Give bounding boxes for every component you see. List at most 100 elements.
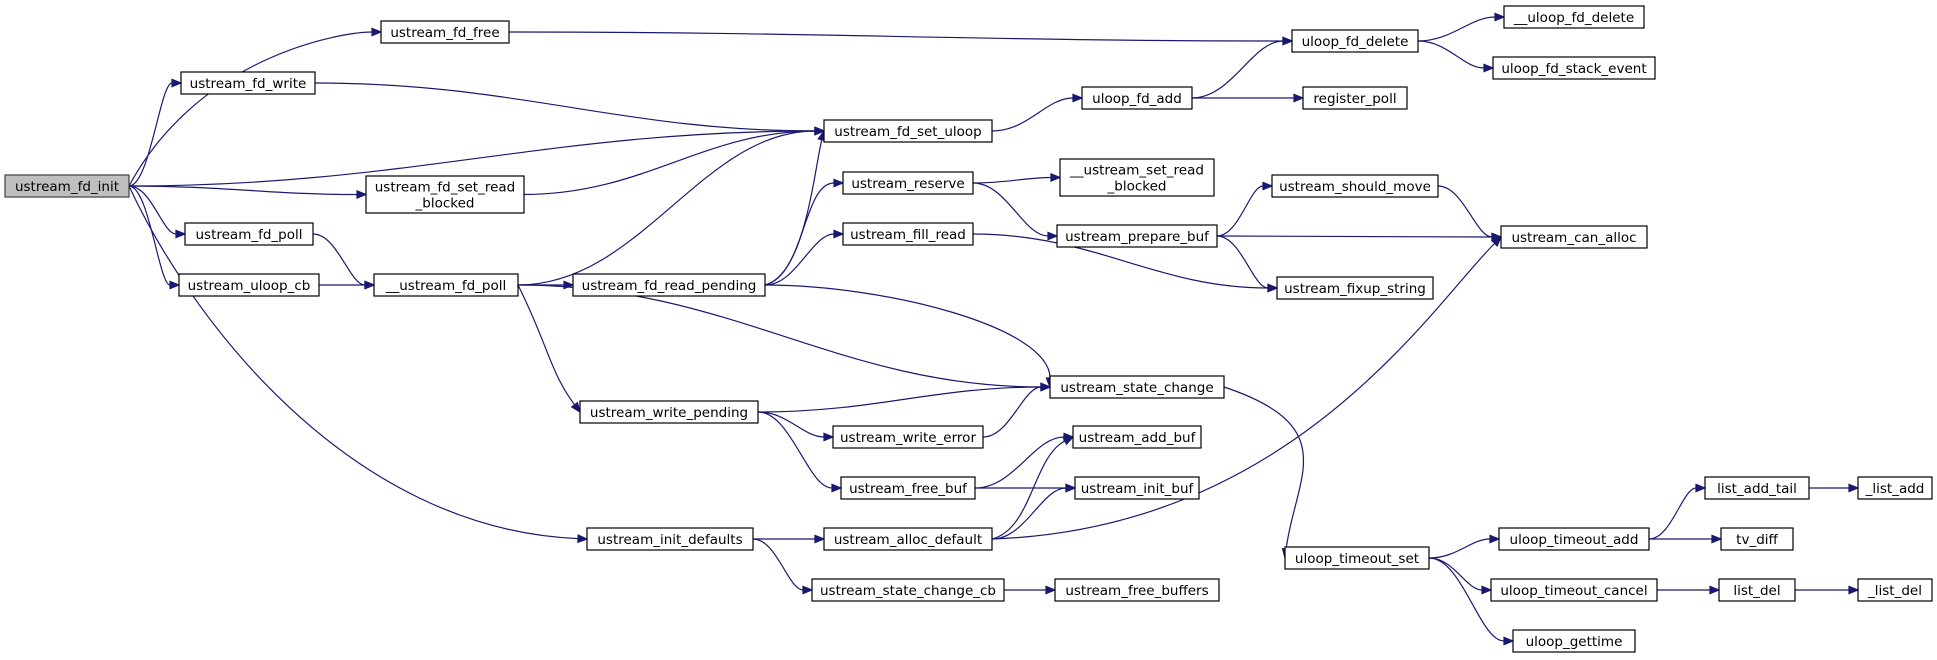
- arrowhead: [1293, 93, 1305, 103]
- edge-list_add_tail-to-_list_add: [1809, 483, 1860, 493]
- node-box: [579, 400, 759, 424]
- node-label: ustream_should_move: [1279, 179, 1431, 195]
- node-uloop-fd-delete[interactable]: __uloop_fd_delete: [1503, 5, 1645, 29]
- node-label: ustream_fd_free: [390, 25, 499, 41]
- node-ustream-fd-init[interactable]: ustream_fd_init: [4, 174, 130, 198]
- node-ustream-can-alloc[interactable]: ustream_can_alloc: [1500, 225, 1648, 249]
- node-ustream-fd-read-pending[interactable]: ustream_fd_read_pending: [572, 273, 766, 297]
- arrowhead: [1848, 483, 1860, 493]
- node-uloop-timeout-add[interactable]: uloop_timeout_add: [1498, 527, 1650, 551]
- node-ustream-free-buf[interactable]: ustream_free_buf: [840, 476, 976, 500]
- node-register-poll[interactable]: register_poll: [1302, 86, 1408, 110]
- edge-ustream_fd_set_read_blocked-to-ustream_fd_set_uloop: [523, 126, 826, 196]
- node-label: ustream_fd_poll: [195, 227, 302, 243]
- node-box: [1857, 578, 1933, 602]
- edge-line: [1428, 557, 1505, 642]
- node-label: ustream_init_defaults: [597, 532, 742, 548]
- node-uloop-gettime[interactable]: uloop_gettime: [1512, 629, 1636, 653]
- node-ustream-uloop-cb[interactable]: ustream_uloop_cb: [178, 273, 320, 297]
- edge-ustream_fd_free-to-uloop_fd_delete: [508, 31, 1294, 46]
- edge-line: [1428, 557, 1483, 591]
- node-box: [842, 171, 974, 195]
- node-ustream-fd-poll[interactable]: ustream_fd_poll: [184, 222, 314, 246]
- node-tv-diff[interactable]: tv_diff: [1720, 527, 1794, 551]
- node-uloop-fd-delete[interactable]: uloop_fd_delete: [1291, 29, 1419, 53]
- node-box: [373, 273, 519, 297]
- node-ustream-fixup-string[interactable]: ustream_fixup_string: [1276, 276, 1434, 300]
- node-box: [823, 527, 993, 551]
- node-list-del[interactable]: list_del: [1718, 578, 1796, 602]
- node-uloop-fd-stack-event[interactable]: uloop_fd_stack_event: [1492, 56, 1656, 80]
- edge-uloop_timeout_add-to-list_add_tail: [1648, 483, 1707, 540]
- edge-line: [523, 130, 816, 196]
- arrowhead: [570, 401, 581, 414]
- arrowhead: [1267, 283, 1279, 293]
- arrowhead: [356, 190, 368, 199]
- edge-ustream_fd_init-to-ustream_uloop_cb: [128, 185, 181, 290]
- node-box: [832, 425, 984, 449]
- node-ustream-fd-poll[interactable]: __ustream_fd_poll: [373, 273, 519, 297]
- node-box: [180, 71, 316, 95]
- node-ustream-should-move[interactable]: ustream_should_move: [1271, 174, 1439, 198]
- node-ustream-state-change-cb[interactable]: ustream_state_change_cb: [811, 578, 1005, 602]
- node-ustream-write-error[interactable]: ustream_write_error: [832, 425, 984, 449]
- node-label: tv_diff: [1736, 532, 1778, 548]
- node-ustream-fd-set-read-blocked[interactable]: ustream_fd_set_read_blocked: [365, 175, 525, 214]
- edge-line: [757, 386, 1042, 413]
- node-ustream-free-buffers[interactable]: ustream_free_buffers: [1054, 578, 1220, 602]
- edge-line: [757, 411, 833, 489]
- edge-ustream_write_pending-to-ustream_write_error: [757, 411, 835, 442]
- edge-ustream_prepare_buf-to-ustream_fixup_string: [1216, 235, 1279, 293]
- node-ustream-state-change[interactable]: ustream_state_change: [1049, 375, 1225, 399]
- edge-line: [1437, 185, 1493, 238]
- node-uloop-timeout-cancel[interactable]: uloop_timeout_cancel: [1490, 578, 1658, 602]
- edge-line: [508, 31, 1284, 42]
- node-uloop-fd-add[interactable]: uloop_fd_add: [1081, 86, 1193, 110]
- node-box: [1284, 546, 1430, 570]
- edge-line: [128, 185, 579, 540]
- edge-line: [972, 233, 1269, 289]
- node-ustream-prepare-buf[interactable]: ustream_prepare_buf: [1056, 224, 1218, 248]
- edge-ustream_fd_set_uloop-to-uloop_fd_add: [991, 93, 1084, 132]
- edge-line: [972, 176, 1052, 184]
- edge-uloop_timeout_cancel-to-list_del: [1657, 585, 1721, 595]
- arrowhead: [1062, 436, 1075, 446]
- node-box: [1291, 29, 1419, 53]
- node-list-add-tail[interactable]: list_add_tail: [1704, 476, 1810, 500]
- arrowhead: [1695, 483, 1707, 493]
- edge-uloop_fd_add-to-uloop_fd_delete: [1191, 36, 1294, 99]
- node-ustream-write-pending[interactable]: ustream_write_pending: [579, 400, 759, 424]
- node-label: ustream_fill_read: [850, 227, 966, 243]
- arrowhead: [823, 432, 835, 442]
- node-label: ustream_fixup_string: [1284, 281, 1426, 297]
- node-label: __uloop_fd_delete: [1513, 10, 1634, 26]
- node-label: ustream_write_pending: [590, 405, 748, 421]
- edge-line: [991, 440, 1066, 540]
- node-ustream-fill-read[interactable]: ustream_fill_read: [842, 222, 974, 246]
- node-ustream-fd-write[interactable]: ustream_fd_write: [180, 71, 316, 95]
- node-ustream-fd-set-uloop[interactable]: ustream_fd_set_uloop: [823, 119, 993, 143]
- edge-ustream_fd_init-to-ustream_fd_free: [128, 27, 383, 187]
- node-label: register_poll: [1313, 91, 1396, 107]
- edge-line: [314, 82, 816, 132]
- node-list-del[interactable]: _list_del: [1857, 578, 1933, 602]
- edge-line: [1223, 386, 1305, 550]
- arrowhead: [364, 280, 376, 290]
- node-box: [842, 222, 974, 246]
- node-ustream-set-read-blocked[interactable]: __ustream_set_read_blocked: [1059, 158, 1215, 197]
- node-label: _blocked: [1107, 179, 1167, 195]
- node-ustream-init-defaults[interactable]: ustream_init_defaults: [586, 527, 754, 551]
- node-ustream-reserve[interactable]: ustream_reserve: [842, 171, 974, 195]
- node-list-add[interactable]: _list_add: [1857, 476, 1933, 500]
- node-box: [1049, 375, 1225, 399]
- arrowhead: [175, 229, 187, 239]
- node-ustream-add-buf[interactable]: ustream_add_buf: [1072, 425, 1202, 449]
- node-label: uloop_timeout_cancel: [1500, 583, 1647, 599]
- node-uloop-timeout-set[interactable]: uloop_timeout_set: [1284, 546, 1430, 570]
- edge-line: [1648, 487, 1697, 540]
- node-box: [365, 175, 525, 214]
- edge-ustream_prepare_buf-to-ustream_should_move: [1216, 181, 1274, 237]
- node-ustream-alloc-default[interactable]: ustream_alloc_default: [823, 527, 993, 551]
- node-ustream-fd-free[interactable]: ustream_fd_free: [380, 20, 510, 44]
- node-ustream-init-buf[interactable]: ustream_init_buf: [1074, 476, 1200, 500]
